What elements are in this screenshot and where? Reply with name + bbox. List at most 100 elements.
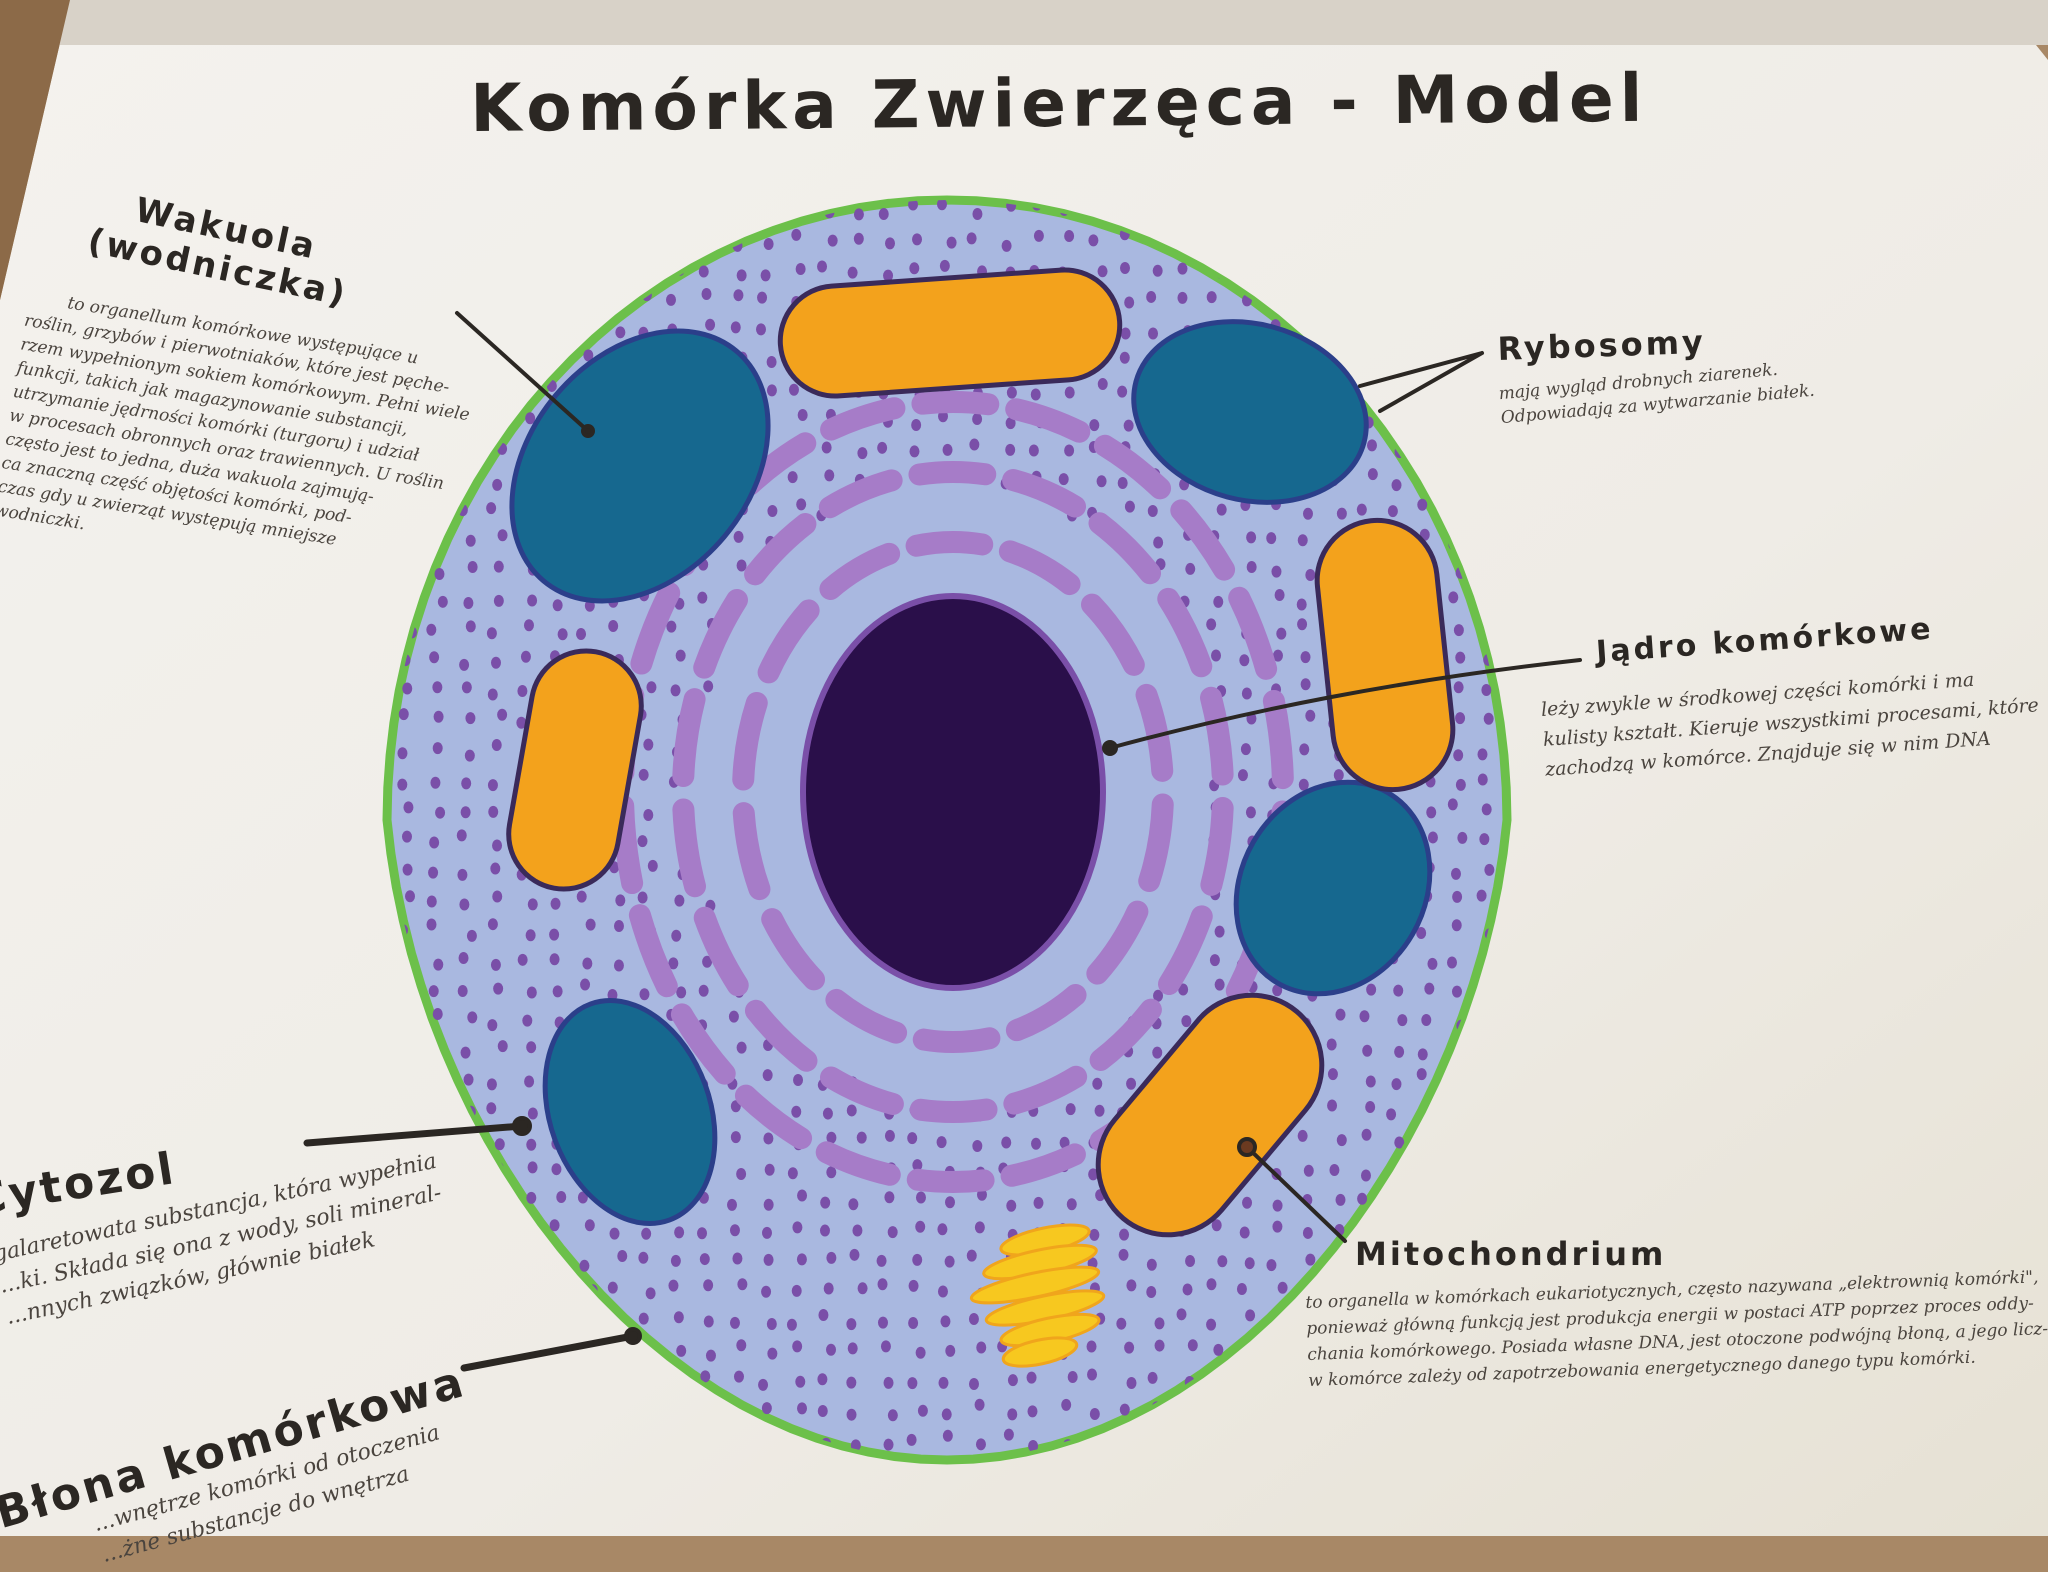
ribosome-dot (786, 1318, 797, 1331)
vacuole (542, 998, 718, 1226)
ribosome-dot (1416, 1068, 1427, 1081)
er-cisterna (909, 1098, 998, 1123)
er-cisterna (1088, 512, 1162, 585)
ribosome-dot (1206, 1278, 1217, 1291)
ribosome-dot (700, 1370, 711, 1383)
er-cisterna (906, 1168, 995, 1193)
ribosome-dot (526, 1041, 537, 1054)
ribosome-dot (758, 1378, 769, 1391)
ribosome-dot (486, 1102, 497, 1115)
ribosome-dot (908, 200, 919, 211)
ribosome-dot (398, 708, 409, 721)
ribosome-dot (936, 200, 947, 211)
ribosome-dot (1028, 444, 1039, 457)
ribosome-dot (1211, 649, 1222, 662)
ribosome-dot (1239, 1226, 1250, 1239)
ribosome-dot (850, 1439, 861, 1452)
ribosome-dot (1097, 378, 1108, 391)
er-cisterna (818, 469, 903, 519)
ribosome-dot (465, 534, 476, 547)
ribosome-dot (787, 1167, 798, 1180)
ribosome-dot (907, 1132, 918, 1145)
ribosome-dot (397, 778, 408, 791)
ribosome-dot (1088, 234, 1099, 247)
ribosome-dot (583, 349, 594, 362)
label-mitochondrium: Mitochondrium (1355, 1235, 1666, 1273)
ribosome-dot (766, 384, 777, 397)
ribosome-dot (1421, 1014, 1432, 1027)
ribosome-dot (972, 412, 983, 425)
ribosome-dot (1360, 1169, 1371, 1182)
ribosome-dot (974, 1221, 985, 1234)
er-cisterna (1170, 499, 1236, 581)
ribosome-dot (824, 469, 835, 482)
ribosome-dot (791, 1284, 802, 1297)
ribosome-dot (942, 443, 953, 456)
ribosome-dot (405, 890, 416, 903)
ribosome-dot (1116, 1317, 1127, 1330)
ribosome-dot (638, 768, 649, 781)
ribosome-dot (549, 953, 560, 966)
vacuole (1233, 779, 1433, 997)
ribosome-dot (966, 232, 977, 245)
ribosome-dot (1455, 712, 1466, 725)
ribosome-dot (877, 1278, 888, 1291)
ribosome-dot (1154, 1339, 1165, 1352)
ribosome-dot (1476, 889, 1487, 902)
ribosome-dot (525, 929, 536, 942)
ribosome-dot (823, 1282, 834, 1295)
ribosome-dot (911, 419, 922, 432)
ribosome-dot (912, 1159, 923, 1172)
ribosome-dot (877, 1316, 888, 1329)
mitochondria (506, 267, 1456, 1238)
ribosome-dot (791, 1105, 802, 1118)
ribosome-dot (705, 1349, 716, 1362)
ribosome-dot (1387, 505, 1398, 518)
er-cisterna (734, 1084, 813, 1150)
ribosome-dot (1005, 417, 1016, 430)
ribosome-dot (1391, 1078, 1402, 1091)
ribosome-dot (494, 1138, 505, 1151)
ribosome-dot (728, 1010, 739, 1023)
er-cisterna (744, 999, 818, 1072)
ribosome-dot (552, 599, 563, 612)
ribosome-dot (703, 1279, 714, 1292)
ribosome-dot (1397, 1014, 1408, 1027)
ribosome-dot (1447, 798, 1458, 811)
ribosome-dot (1148, 327, 1159, 340)
ribosome-dot (969, 438, 980, 451)
ribosome-dot (1154, 1317, 1165, 1330)
ribosome-dot (944, 1255, 955, 1268)
ribosome-dot (463, 1073, 474, 1086)
mitochondrion (1314, 517, 1456, 793)
ribosome-dot (826, 1343, 837, 1356)
ribosome-dot (527, 898, 538, 911)
er-cisterna (628, 904, 678, 998)
er-cisterna (1093, 434, 1172, 500)
pointer-rybosomy (1358, 351, 1484, 413)
ribosome-dot (762, 1226, 773, 1239)
ribosome-dot (486, 627, 497, 640)
ribosome-dot (1424, 982, 1435, 995)
ribosome-dot (697, 591, 708, 604)
ribosome-dot (1416, 926, 1427, 939)
ribosome-dot (1453, 749, 1464, 762)
ribosome-dot (1359, 1010, 1370, 1023)
ribosome-dot (1362, 1044, 1373, 1057)
er-cisterna (1002, 469, 1087, 518)
ribosome-dot (939, 259, 950, 272)
ribosome-dot (487, 918, 498, 931)
er-cisterna (1135, 683, 1174, 782)
ribosome-dot (402, 863, 413, 876)
er-cisterna (1158, 905, 1213, 995)
ribosome-dot (1147, 504, 1158, 517)
ribosome-dot (698, 984, 709, 997)
ribosome-dot (637, 891, 648, 904)
ribosome-dot (1006, 1199, 1017, 1212)
ribosome-dot (1357, 1192, 1368, 1205)
ribosome-dot (1365, 1075, 1376, 1088)
ribosome-dot (1059, 1136, 1070, 1149)
ribosome-dot (1246, 560, 1257, 573)
ribosome-dot (1064, 444, 1075, 457)
ribosome-dot (487, 1019, 498, 1032)
